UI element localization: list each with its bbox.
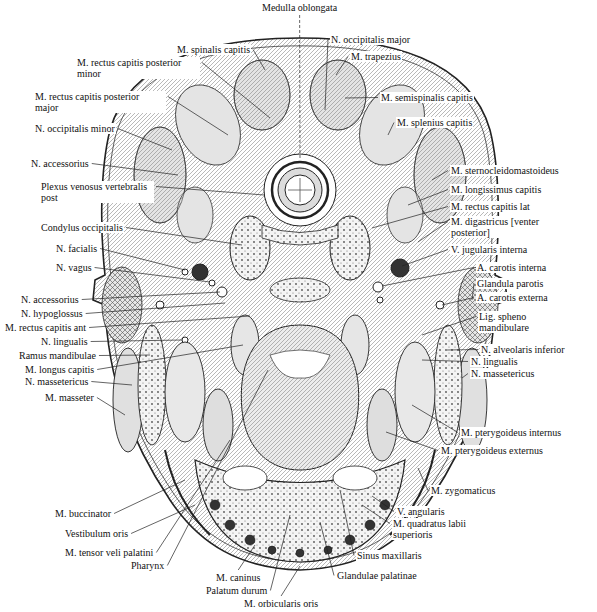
structure-label: A. carotis interna <box>476 262 547 273</box>
structure-label: M. rectus capitis posterior minor <box>76 57 200 79</box>
structure-label: M. spinalis capitis <box>176 44 251 55</box>
leader-line <box>156 187 264 196</box>
structure-label: M. digastricus [venter posterior] <box>450 216 552 238</box>
leader-line <box>281 566 300 596</box>
structure-label: N. massetericus <box>24 376 89 387</box>
structure-label: M. sternocleidomastoideus <box>450 165 560 176</box>
leader-line <box>325 40 328 111</box>
structure-label: M. splenius capitis <box>396 117 473 128</box>
leader-line <box>432 171 448 181</box>
leader-line <box>97 345 243 370</box>
structure-label: Pharynx <box>130 560 165 571</box>
leader-line <box>97 398 125 416</box>
leader-line <box>114 480 185 514</box>
leader-line <box>238 545 255 570</box>
structure-label: M. rectus capitis posterior major <box>34 91 166 113</box>
structure-label: N. accessorius <box>20 294 80 305</box>
leader-line <box>299 15 300 160</box>
structure-label: Plexus venosus vertebralis post <box>40 181 154 203</box>
structure-label: N. occipitalis minor <box>34 123 116 134</box>
leader-line <box>442 298 474 306</box>
leader-line <box>462 374 468 379</box>
leader-line <box>100 249 185 271</box>
leader-line <box>382 268 474 287</box>
structure-label: Glandula parotis <box>476 278 544 289</box>
structure-label: M. rectus capitis ant <box>4 322 87 333</box>
leader-line <box>320 522 334 576</box>
leader-line <box>336 57 348 76</box>
structure-label: M. zygomaticus <box>430 485 496 496</box>
structure-label: Vestibulum oris <box>64 528 129 539</box>
structure-label: M. orbicularis oris <box>243 598 319 609</box>
leader-line <box>422 360 468 362</box>
leader-line <box>372 207 448 229</box>
leader-line <box>126 228 242 246</box>
structure-label: Condylus occipitalis <box>40 222 124 233</box>
structure-label: M. masseter <box>44 392 95 403</box>
leader-line <box>372 496 394 512</box>
structure-label: N. massetericus <box>470 368 535 379</box>
structure-label: N. lingualis <box>40 336 89 347</box>
leader-line <box>422 317 476 336</box>
structure-label: M. rectus capitis lat <box>450 201 531 212</box>
structure-label: A. carotis externa <box>476 292 549 303</box>
structure-label: Glandulae palatinae <box>336 570 418 581</box>
leader-line <box>418 468 428 491</box>
leader-line <box>412 405 458 433</box>
leader-line <box>270 515 290 591</box>
structure-label: Medulla oblongata <box>261 2 338 13</box>
leader-line <box>447 349 478 351</box>
structure-label: M. tensor veli palatini <box>64 547 154 558</box>
leader-line <box>167 370 268 566</box>
structure-label: M. semispinalis capitis <box>380 92 474 103</box>
leader-line <box>99 355 150 357</box>
leader-line <box>388 123 394 136</box>
structure-label: V. angularis <box>396 506 446 517</box>
structure-label: N. alveolaris inferior <box>480 344 566 355</box>
structure-label: N. facialis <box>55 243 98 254</box>
structure-label: M. buccinator <box>54 508 112 519</box>
leader-line <box>402 250 448 267</box>
structure-label: N. vagus <box>55 262 93 273</box>
structure-label: M. caninus <box>215 572 261 583</box>
leader-line <box>156 440 230 553</box>
leader-line <box>131 505 195 534</box>
leader-line <box>408 190 448 206</box>
leader-line <box>92 164 178 176</box>
structure-label: N. occipitalis major <box>330 34 411 45</box>
leader-line <box>91 382 132 386</box>
leader-line <box>86 303 225 314</box>
structure-label: N. lingualis <box>470 356 519 367</box>
leader-line <box>340 490 354 556</box>
structure-label: M. trapezius <box>350 51 402 62</box>
structure-label: V. jugularis interna <box>450 244 528 255</box>
leader-line <box>418 222 448 243</box>
structure-label: Palatum durum <box>205 585 268 596</box>
leader-line <box>168 97 228 136</box>
structure-label: M. quadratus labii superioris <box>392 518 489 540</box>
leader-line <box>386 432 438 451</box>
structure-label: Sinus maxillaris <box>356 550 423 561</box>
leader-line <box>95 268 210 283</box>
leader-line <box>82 292 220 300</box>
leader-line <box>253 50 265 71</box>
leader-line <box>89 316 250 328</box>
structure-label: M. pterygoideus internus <box>460 427 562 438</box>
leader-line <box>118 129 172 151</box>
structure-label: M. longissimus capitis <box>450 184 542 195</box>
leader-line <box>362 505 390 524</box>
structure-label: Lig. spheno mandibulare <box>478 311 540 333</box>
structure-label: M. longus capitis <box>24 364 95 375</box>
structure-label: N. accessorius <box>30 158 90 169</box>
leader-line <box>345 97 378 99</box>
structure-label: Ramus mandibulae <box>18 350 97 361</box>
structure-label: M. pterygoideus externus <box>440 445 544 456</box>
leader-line <box>91 340 182 342</box>
leader-line <box>202 63 270 119</box>
structure-label: N. hypoglossus <box>20 308 84 319</box>
